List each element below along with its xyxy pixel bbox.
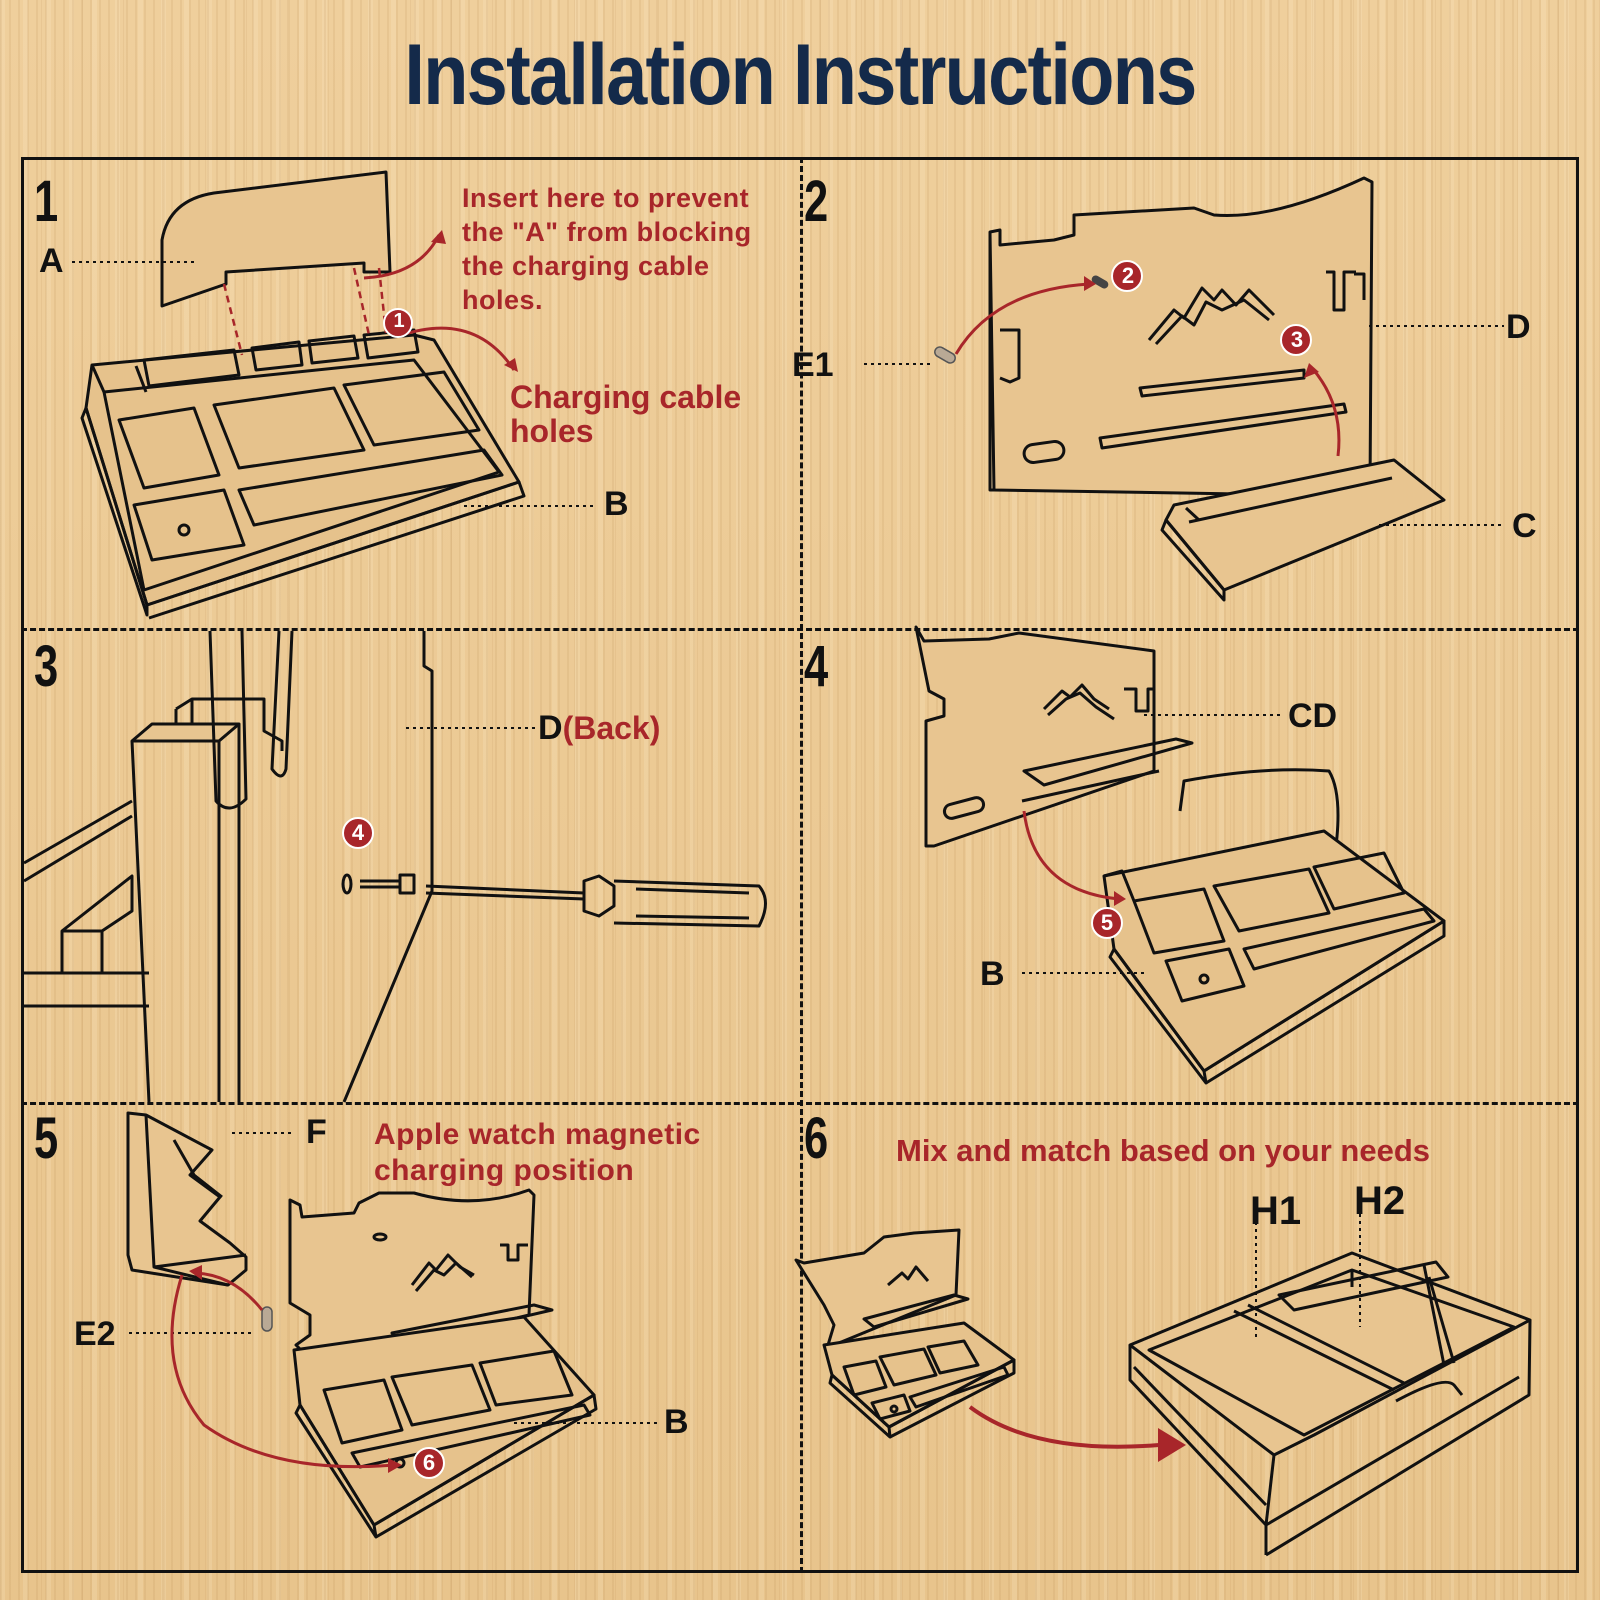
step-6-panel: 6 Mix and match based on your needs H1 H…	[794, 1105, 1576, 1570]
step-number: 2	[804, 169, 829, 234]
step-1-note: Insert here to prevent the "A" from bloc…	[462, 183, 752, 315]
step-1-illustration	[72, 170, 594, 620]
step-badge: 3	[1290, 327, 1304, 352]
step-1-note-cable-holes: Charging cable holes	[510, 379, 742, 449]
step-3-illustration	[23, 630, 767, 1103]
page-title: Installation Instructions	[404, 27, 1197, 123]
step-3-panel: 3 D(Back) 4	[23, 630, 800, 1103]
step-number: 6	[804, 1106, 829, 1171]
step-5-illustration	[126, 1111, 660, 1539]
step-number: 5	[34, 1106, 59, 1171]
step-6-illustration	[794, 1207, 1532, 1557]
part-label-b: B	[980, 955, 1005, 993]
row-divider-1	[21, 628, 1579, 631]
step-badge: 2	[1121, 263, 1135, 288]
step-5-note: Apple watch magnetic charging position	[374, 1118, 701, 1187]
part-label-e1: E1	[792, 346, 834, 384]
part-label-d-back: D(Back)	[538, 709, 660, 748]
part-label-a: A	[39, 242, 64, 280]
step-2-panel: 2 E1 D C 2 3	[792, 160, 1576, 628]
step-number: 4	[804, 634, 829, 699]
part-label-d: D	[538, 709, 563, 747]
step-6-note: Mix and match based on your needs	[896, 1133, 1431, 1168]
part-label-f: F	[306, 1113, 327, 1151]
step-number: 3	[34, 634, 59, 699]
part-label-h2: H2	[1354, 1179, 1406, 1223]
step-5-panel: 5 Apple watch magnetic charging position…	[24, 1105, 800, 1570]
step-badge: 5	[1100, 910, 1114, 935]
vertical-divider	[800, 157, 803, 1573]
step-badge: 6	[422, 1450, 436, 1475]
step-4-illustration	[914, 625, 1446, 1085]
part-label-back-note: (Back)	[562, 710, 661, 746]
part-label-c: C	[1512, 507, 1537, 545]
part-label-h1: H1	[1250, 1189, 1302, 1233]
part-label-b: B	[604, 485, 629, 523]
row-divider-2	[21, 1102, 1579, 1105]
step-4-panel: 4 CD B 5	[804, 625, 1576, 1102]
part-label-b: B	[664, 1403, 689, 1441]
step-2-illustration	[864, 176, 1504, 602]
part-label-e2: E2	[74, 1315, 116, 1353]
step-badge: 1	[393, 310, 405, 332]
step-badge: 4	[351, 820, 365, 845]
step-number: 1	[34, 169, 59, 234]
part-label-d: D	[1506, 308, 1531, 346]
step-1-panel: 1 A B Insert here to prevent the "A" fro…	[24, 160, 800, 628]
part-label-cd: CD	[1288, 697, 1338, 735]
